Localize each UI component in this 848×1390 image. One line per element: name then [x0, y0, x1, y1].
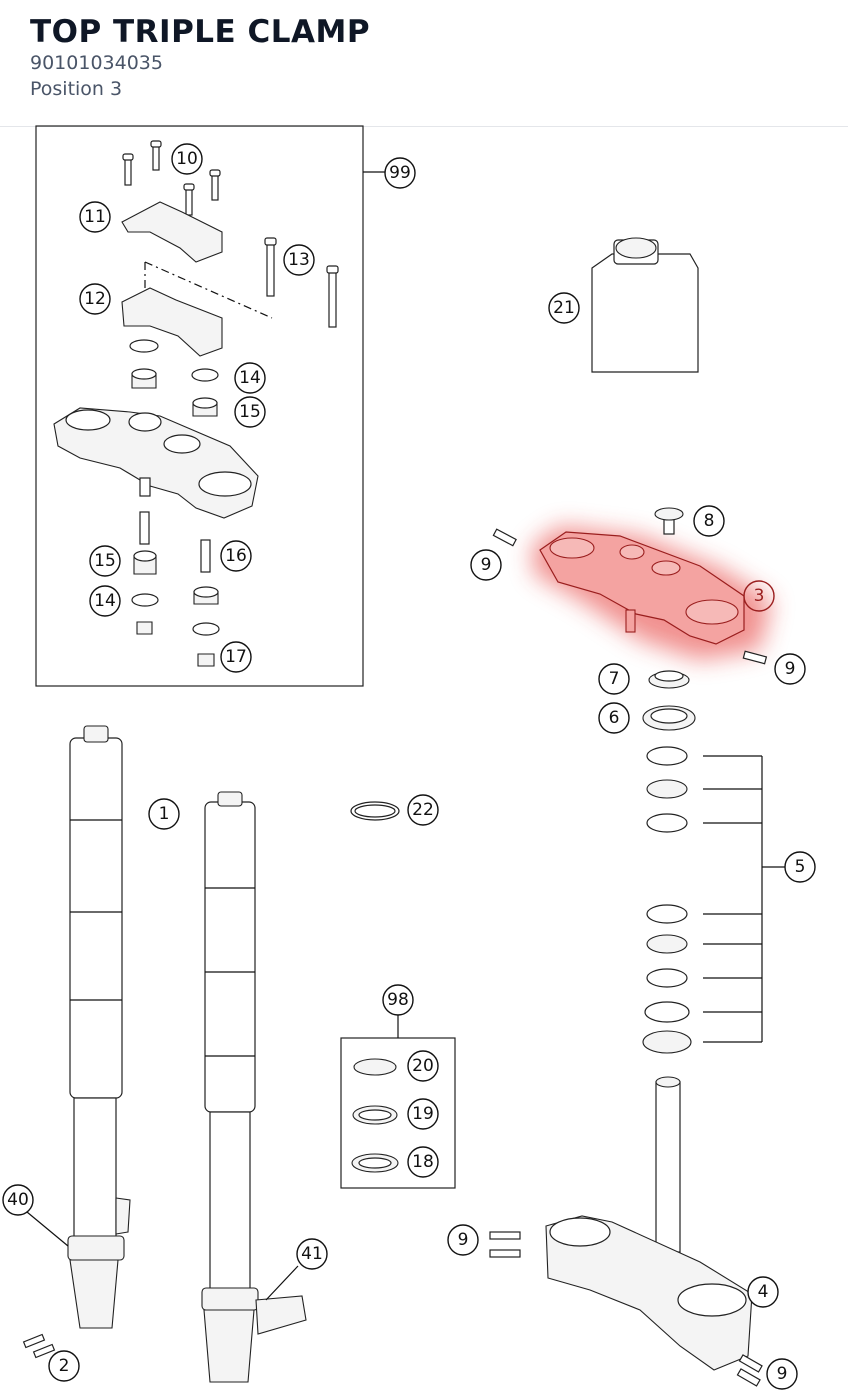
callout-2[interactable]: 2 — [48, 1350, 80, 1382]
small-bolts-upper — [492, 507, 768, 665]
callout-19[interactable]: 19 — [407, 1098, 439, 1130]
svg-text:98: 98 — [387, 990, 409, 1010]
callout-9-upper-left[interactable]: 9 — [470, 549, 502, 581]
callout-41[interactable]: 41 — [296, 1238, 328, 1270]
callout-6[interactable]: 6 — [598, 702, 630, 734]
position-label: Position 3 — [30, 78, 123, 100]
callout-9-lower-left[interactable]: 9 — [447, 1224, 479, 1256]
svg-text:9: 9 — [777, 1364, 788, 1384]
part-41-fork-right — [201, 791, 307, 1383]
svg-text:14: 14 — [94, 591, 116, 611]
callout-12[interactable]: 12 — [79, 283, 111, 315]
svg-text:22: 22 — [412, 800, 434, 820]
svg-text:40: 40 — [7, 1190, 29, 1210]
svg-text:17: 17 — [225, 647, 247, 667]
callout-13[interactable]: 13 — [283, 244, 315, 276]
svg-text:19: 19 — [412, 1104, 434, 1124]
callout-15-lower[interactable]: 15 — [89, 545, 121, 577]
svg-text:3: 3 — [754, 586, 765, 606]
part-2-bolts — [22, 1333, 56, 1359]
svg-text:99: 99 — [389, 163, 411, 183]
callout-16[interactable]: 16 — [220, 540, 252, 572]
svg-text:9: 9 — [458, 1230, 469, 1250]
callout-7[interactable]: 7 — [598, 663, 630, 695]
callout-14-upper[interactable]: 14 — [234, 362, 266, 394]
callout-3[interactable]: 3 — [743, 580, 775, 612]
svg-text:5: 5 — [795, 857, 806, 877]
svg-text:8: 8 — [704, 511, 715, 531]
svg-text:9: 9 — [481, 555, 492, 575]
callout-20[interactable]: 20 — [407, 1050, 439, 1082]
part-21-bottle — [591, 237, 699, 373]
svg-text:10: 10 — [176, 149, 198, 169]
svg-text:11: 11 — [84, 207, 106, 227]
callout-99[interactable]: 99 — [384, 157, 416, 189]
part-number: 90101034035 — [30, 52, 163, 74]
kit-99-parts — [53, 140, 339, 667]
svg-text:6: 6 — [609, 708, 620, 728]
svg-text:18: 18 — [412, 1152, 434, 1172]
callout-15-upper[interactable]: 15 — [234, 396, 266, 428]
callout-98[interactable]: 98 — [382, 984, 414, 1016]
svg-text:2: 2 — [59, 1356, 70, 1376]
svg-text:41: 41 — [301, 1244, 323, 1264]
part-1-fork-left — [67, 725, 131, 1329]
svg-text:7: 7 — [609, 669, 620, 689]
callout-14-lower[interactable]: 14 — [89, 585, 121, 617]
callout-10[interactable]: 10 — [171, 143, 203, 175]
small-bolts-lower — [489, 1231, 763, 1387]
part-5-bearing-stack — [642, 746, 786, 1054]
callout-11[interactable]: 11 — [79, 201, 111, 233]
callout-4[interactable]: 4 — [747, 1276, 779, 1308]
callout-1[interactable]: 1 — [148, 798, 180, 830]
callout-8[interactable]: 8 — [693, 505, 725, 537]
callout-17[interactable]: 17 — [220, 641, 252, 673]
svg-text:15: 15 — [94, 551, 116, 571]
svg-text:12: 12 — [84, 289, 106, 309]
page-title: TOP TRIPLE CLAMP — [30, 14, 371, 50]
svg-text:21: 21 — [553, 298, 575, 318]
callout-21[interactable]: 21 — [548, 292, 580, 324]
svg-text:9: 9 — [785, 659, 796, 679]
part-20-ring — [353, 1058, 397, 1076]
svg-text:14: 14 — [239, 368, 261, 388]
svg-text:1: 1 — [159, 804, 170, 824]
callout-9-upper-right[interactable]: 9 — [774, 653, 806, 685]
callout-22[interactable]: 22 — [407, 794, 439, 826]
svg-text:4: 4 — [758, 1282, 769, 1302]
svg-text:13: 13 — [288, 250, 310, 270]
part-3-highlighted — [532, 526, 772, 660]
svg-text:16: 16 — [225, 546, 247, 566]
page-header: TOP TRIPLE CLAMP 90101034035 Position 3 — [0, 0, 848, 127]
callout-5[interactable]: 5 — [784, 851, 816, 883]
part-4-lower-clamp — [545, 1076, 753, 1371]
callout-9-lower-right[interactable]: 9 — [766, 1358, 798, 1390]
callout-18[interactable]: 18 — [407, 1146, 439, 1178]
callout-40[interactable]: 40 — [2, 1184, 34, 1216]
svg-text:20: 20 — [412, 1056, 434, 1076]
svg-text:15: 15 — [239, 402, 261, 422]
kit-99-frame — [35, 125, 364, 687]
